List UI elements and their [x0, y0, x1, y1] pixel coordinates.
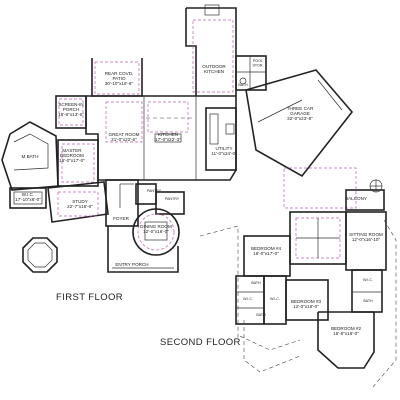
label-wic: W.I.C.17'-10"x6'-0": [15, 192, 41, 202]
label-wic-a: W.I.C.: [243, 297, 253, 301]
label-entry-porch: ENTRY PORCH: [115, 262, 148, 267]
first-floor-plan: [1, 4, 354, 273]
second-floor-plan: [199, 167, 397, 389]
rear-patio-outline: [94, 61, 140, 95]
label-bath-a: BATH: [251, 281, 261, 285]
label-wic-c: W.I.C.: [363, 278, 373, 282]
first-floor-title: FIRST FLOOR: [56, 292, 123, 303]
label-foyer: FOYER: [113, 216, 130, 221]
label-pool-bath: BATH: [238, 83, 248, 87]
kitchen-island: [154, 133, 182, 143]
label-pantry-2: PANTRY: [165, 197, 180, 201]
grill-fixture: [204, 4, 220, 16]
second-floor-title: SECOND FLOOR: [160, 337, 241, 348]
label-wic-b: W.I.C.: [270, 297, 280, 301]
label-bath-b: BATH: [256, 313, 266, 317]
label-balcony: BALCONY: [345, 196, 367, 201]
label-bath-c: BATH: [363, 299, 373, 303]
label-pantry: PANTRY: [147, 189, 162, 193]
label-m-bath: M.BATH: [21, 154, 38, 159]
